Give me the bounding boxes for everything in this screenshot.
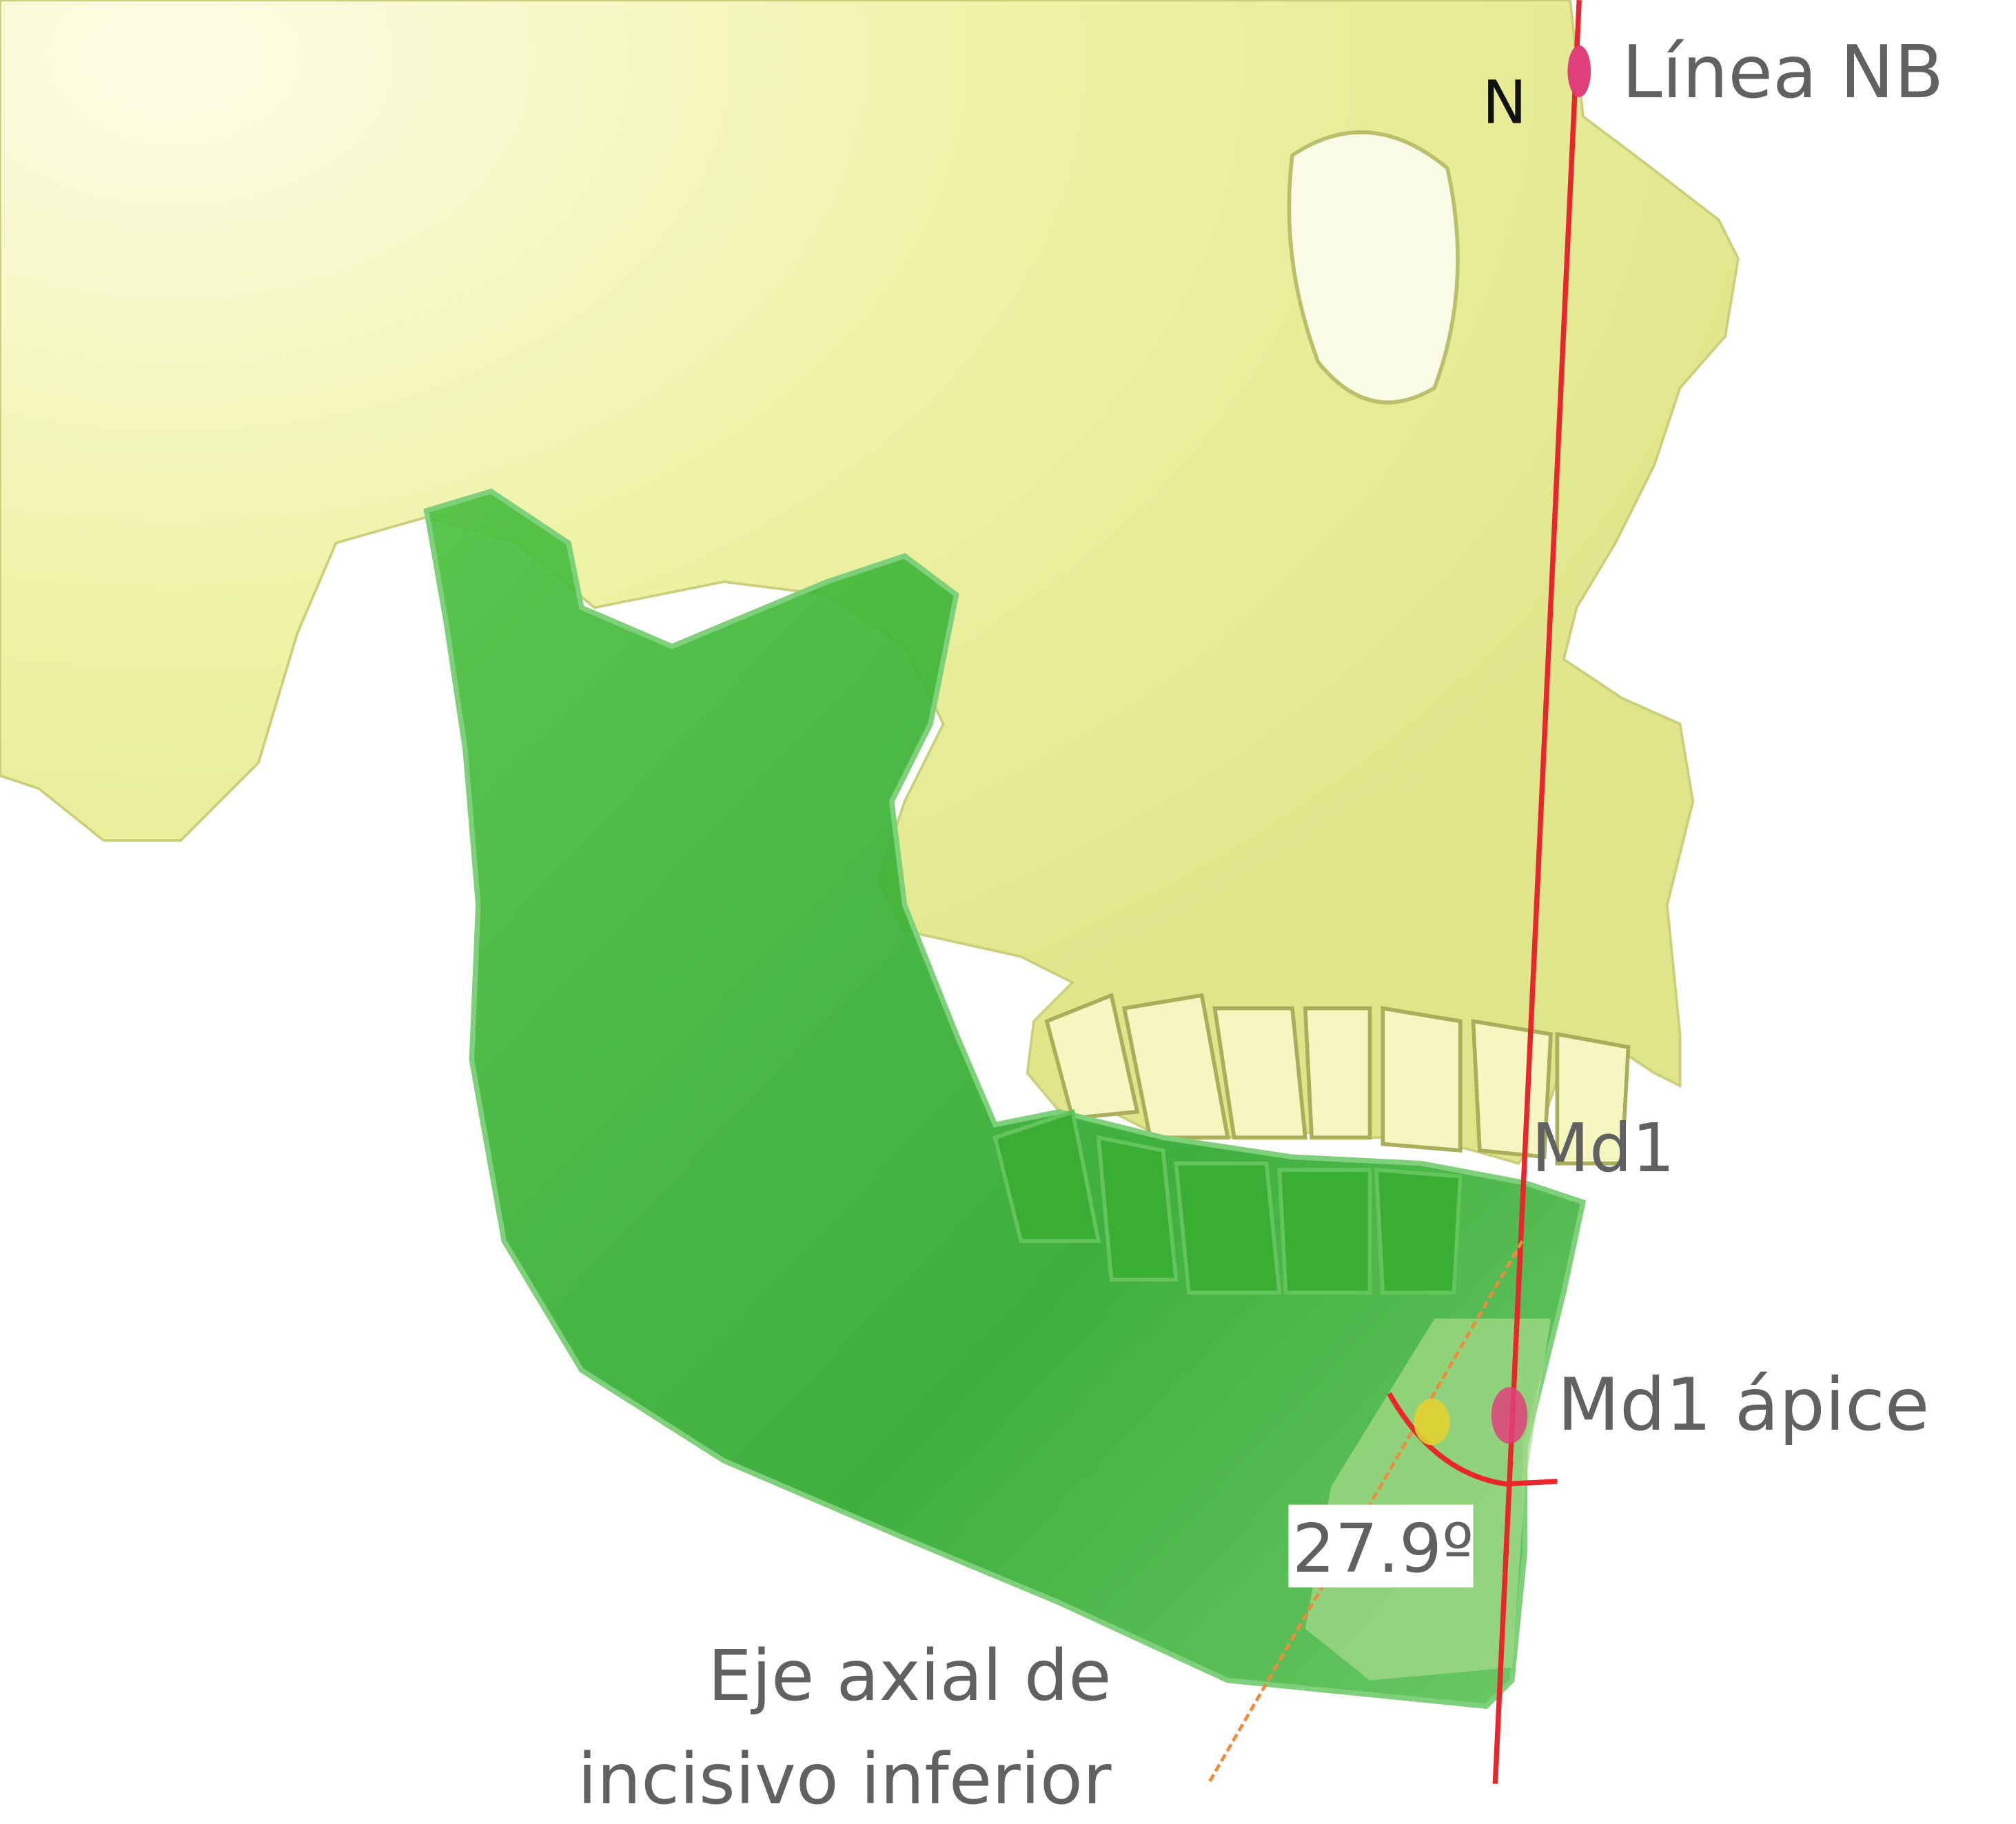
nb-line [1492, 0, 1582, 1784]
upper-teeth [1044, 993, 1631, 1166]
md1-yellow-landmark [1414, 1398, 1450, 1446]
axis-label-line2: incisivo inferior [578, 1739, 1112, 1820]
angle-value-label: 27.9º [1292, 1509, 1474, 1588]
angle-arc [1387, 1392, 1558, 1487]
mandible [423, 488, 1587, 1710]
line-nb-label: Línea NB [1622, 30, 1944, 114]
lower-teeth [992, 1109, 1463, 1295]
angle-label-box [1288, 1504, 1474, 1588]
md1-apex-landmark [1491, 1387, 1528, 1444]
md1-apex-label: Md1 ápice [1557, 1363, 1929, 1447]
nasion-label: N [1483, 68, 1527, 137]
orbit [1287, 130, 1460, 405]
axis-label-line1: Eje axial de [708, 1635, 1112, 1716]
nasion-landmark [1567, 45, 1591, 97]
mandible-symphysis [1305, 1318, 1551, 1681]
md1-label: Md1 [1531, 1108, 1675, 1187]
